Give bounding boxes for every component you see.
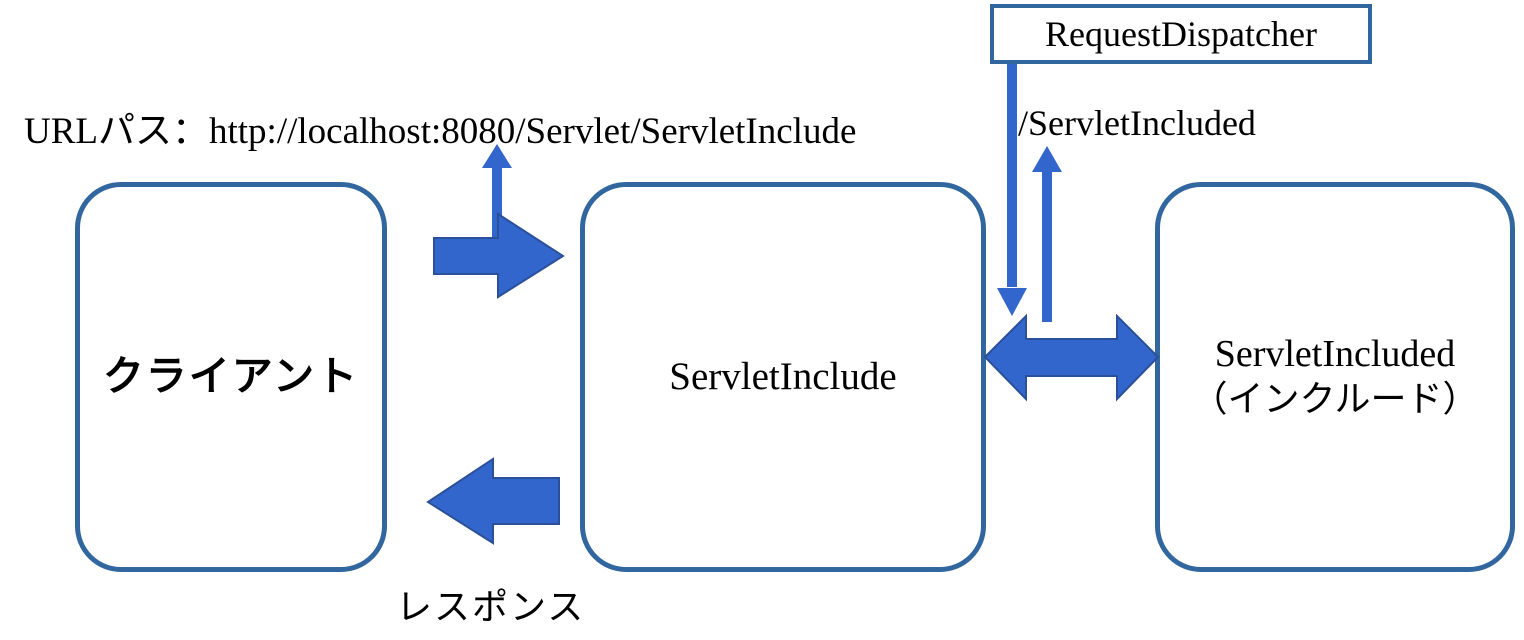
include-arrow-icon (983, 313, 1160, 402)
node-servlet-include-label: ServletInclude (669, 354, 897, 398)
request-arrow-icon (433, 212, 565, 299)
node-servlet-included-label-line2: （インクルード） (1191, 379, 1479, 421)
node-client-label: クライアント (102, 352, 360, 401)
node-servlet-include: ServletInclude (580, 182, 986, 572)
request-dispatcher-label: RequestDispatcher (1045, 14, 1317, 54)
node-servlet-included-label-line1: ServletIncluded (1214, 333, 1456, 376)
url-path-label: URLパス：http://localhost:8080/Servlet/Serv… (24, 111, 857, 152)
url-pointer-arrow-icon (482, 144, 512, 241)
response-arrow-icon (426, 457, 560, 545)
response-label: レスポンス (396, 587, 586, 628)
node-servlet-included-label-stack: ServletIncluded （インクルード） (1192, 333, 1479, 420)
dispatch-path-label: /ServletIncluded (1018, 103, 1256, 143)
node-client: クライアント (75, 182, 387, 572)
dispatcher-up-arrow-icon (1032, 146, 1062, 322)
node-servlet-included: ServletIncluded （インクルード） (1155, 182, 1515, 572)
request-dispatcher-box: RequestDispatcher (990, 4, 1372, 64)
